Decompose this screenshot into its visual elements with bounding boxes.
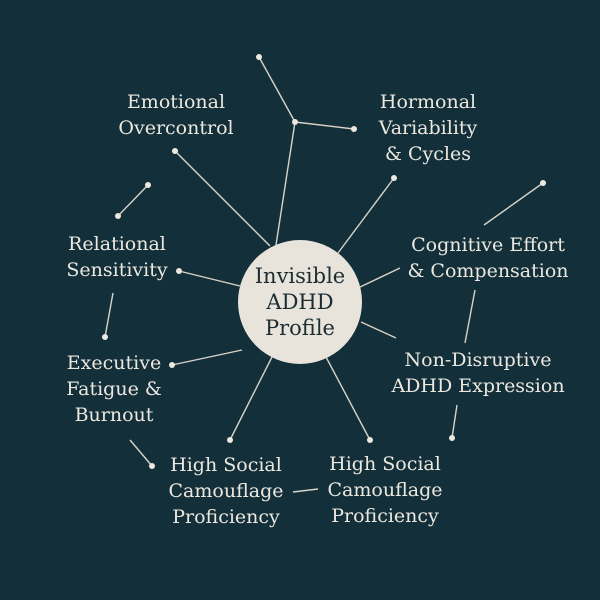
connector — [464, 289, 476, 344]
node-relational-sensitivity: Relational Sensitivity — [66, 231, 167, 283]
node-label: Variability — [378, 117, 478, 139]
node-label: Overcontrol — [118, 117, 234, 139]
node-label: Emotional — [126, 91, 226, 113]
node-label: Camouflage — [327, 479, 443, 501]
node-social-camouflage-right: High Social Camouflage Proficiency — [328, 451, 443, 529]
node-label: & Cycles — [385, 143, 471, 165]
node-label: Camouflage — [168, 480, 284, 502]
node-dot — [449, 435, 455, 441]
node-social-camouflage-left: High Social Camouflage Proficiency — [169, 452, 284, 530]
node-non-disruptive-expression: Non-Disruptive ADHD Expression — [391, 347, 564, 399]
center-line: ADHD — [266, 290, 334, 314]
center-line: Profile — [265, 316, 335, 340]
node-dot — [145, 182, 151, 188]
node-dot — [351, 126, 357, 132]
node-label: Fatigue & — [66, 378, 162, 400]
node-label: Non-Disruptive — [404, 349, 552, 371]
connector — [258, 56, 296, 123]
node-label: ADHD Expression — [391, 375, 565, 397]
center-line: Invisible — [254, 264, 346, 288]
connector — [275, 121, 296, 246]
node-hormonal-variability: Hormonal Variability & Cycles — [379, 89, 478, 167]
connector — [337, 177, 395, 254]
node-label: High Social — [329, 453, 441, 475]
connector — [360, 321, 397, 339]
connector — [174, 150, 271, 247]
connector — [483, 182, 544, 226]
node-dot — [540, 180, 546, 186]
node-label: Cognitive Effort — [411, 234, 565, 256]
connector — [171, 349, 243, 366]
connector — [117, 184, 149, 217]
node-label: & Compensation — [407, 260, 569, 282]
node-dot — [256, 54, 262, 60]
node-label: Proficiency — [331, 505, 439, 527]
node-dot — [149, 463, 155, 469]
node-cognitive-effort: Cognitive Effort & Compensation — [407, 232, 568, 284]
node-label: Executive — [66, 352, 162, 374]
connector — [451, 404, 458, 439]
node-dot — [115, 213, 121, 219]
node-dot — [176, 268, 182, 274]
node-dot — [292, 119, 298, 125]
connector — [229, 356, 273, 441]
connector — [357, 267, 401, 289]
connector — [294, 121, 355, 130]
node-label: Proficiency — [172, 506, 280, 528]
connector — [129, 439, 153, 467]
node-dot — [169, 362, 175, 368]
node-dot — [367, 437, 373, 443]
node-dot — [391, 175, 397, 181]
connector — [292, 488, 319, 493]
node-label: Sensitivity — [66, 259, 168, 281]
node-executive-fatigue: Executive Fatigue & Burnout — [66, 350, 162, 428]
center-node: Invisible ADHD Profile — [238, 240, 362, 364]
node-dot — [102, 334, 108, 340]
connector — [178, 270, 241, 287]
connector — [325, 356, 371, 441]
node-dot — [227, 437, 233, 443]
node-emotional-overcontrol: Emotional Overcontrol — [118, 89, 233, 141]
node-label: Hormonal — [379, 91, 477, 113]
node-label: Relational — [68, 233, 166, 255]
node-label: High Social — [170, 454, 282, 476]
node-label: Burnout — [74, 404, 154, 426]
node-dot — [172, 148, 178, 154]
connector — [104, 292, 114, 338]
